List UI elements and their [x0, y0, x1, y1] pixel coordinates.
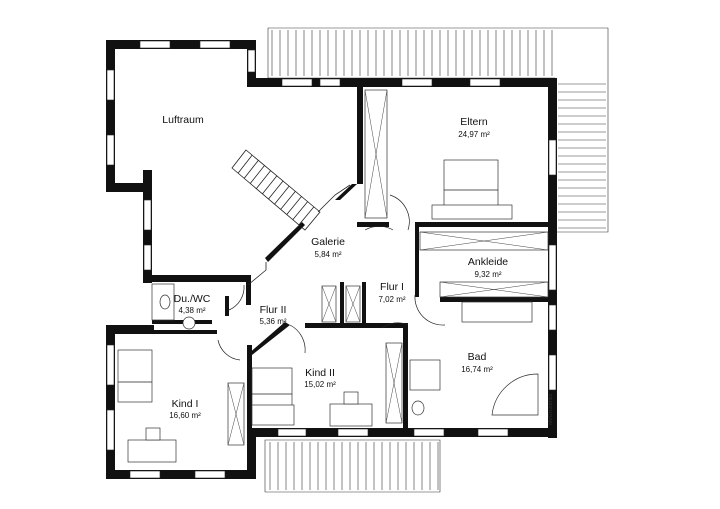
- roof-top-right: [267, 27, 609, 233]
- hatch-line: [292, 201, 308, 220]
- room-area-duwc: 4,38 m²: [178, 306, 205, 315]
- doors: [217, 194, 446, 361]
- room-label-duwc: Du./WC: [174, 293, 211, 305]
- railing: [247, 184, 351, 286]
- room-area-ankleide: 9,32 m²: [474, 270, 501, 279]
- hatch-line: [243, 160, 259, 179]
- roof-bottom: [264, 439, 441, 493]
- hatch-line: [237, 154, 253, 174]
- room-area-kind2: 15,02 m²: [304, 380, 336, 389]
- room-area-flur2: 5,36 m²: [259, 317, 286, 326]
- room-labels: Luftraum Eltern 24,97 m² Galerie 5,84 m²…: [162, 114, 554, 425]
- hatch-line: [262, 175, 278, 195]
- room-label-eltern: Eltern: [460, 116, 488, 128]
- wardrobes: [227, 89, 549, 446]
- room-label-luftraum: Luftraum: [162, 114, 204, 126]
- hatch-line: [280, 191, 296, 210]
- room-label-ankleide: Ankleide: [468, 256, 508, 268]
- hatch-line: [298, 206, 315, 226]
- windows: [106, 40, 557, 479]
- room-area-galerie: 5,84 m²: [314, 250, 341, 259]
- room-area-flur1: 7,02 m²: [378, 295, 405, 304]
- room-area-bad: 16,74 m²: [461, 365, 493, 374]
- room-label-flur1: Flur I: [380, 281, 404, 293]
- hatch-line: [286, 196, 302, 215]
- room-label-flur2: Flur II: [260, 304, 287, 316]
- room-area-eltern: 24,97 m²: [458, 130, 490, 139]
- staircase: [231, 149, 321, 231]
- room-label-galerie: Galerie: [311, 236, 345, 248]
- room-area-kind1: 16,60 m²: [169, 411, 201, 420]
- room-label-kind2: Kind II: [305, 367, 335, 379]
- hatch-line: [256, 170, 271, 189]
- hatch-line: [274, 185, 290, 205]
- furniture: [117, 159, 539, 463]
- room-label-bad: Bad: [468, 351, 487, 363]
- hatch-line: [268, 180, 284, 200]
- hatch-line: [249, 165, 265, 184]
- inner-walls: [152, 84, 553, 428]
- credit-label: McGrundriss: [548, 394, 554, 425]
- room-label-kind1: Kind I: [172, 398, 199, 410]
